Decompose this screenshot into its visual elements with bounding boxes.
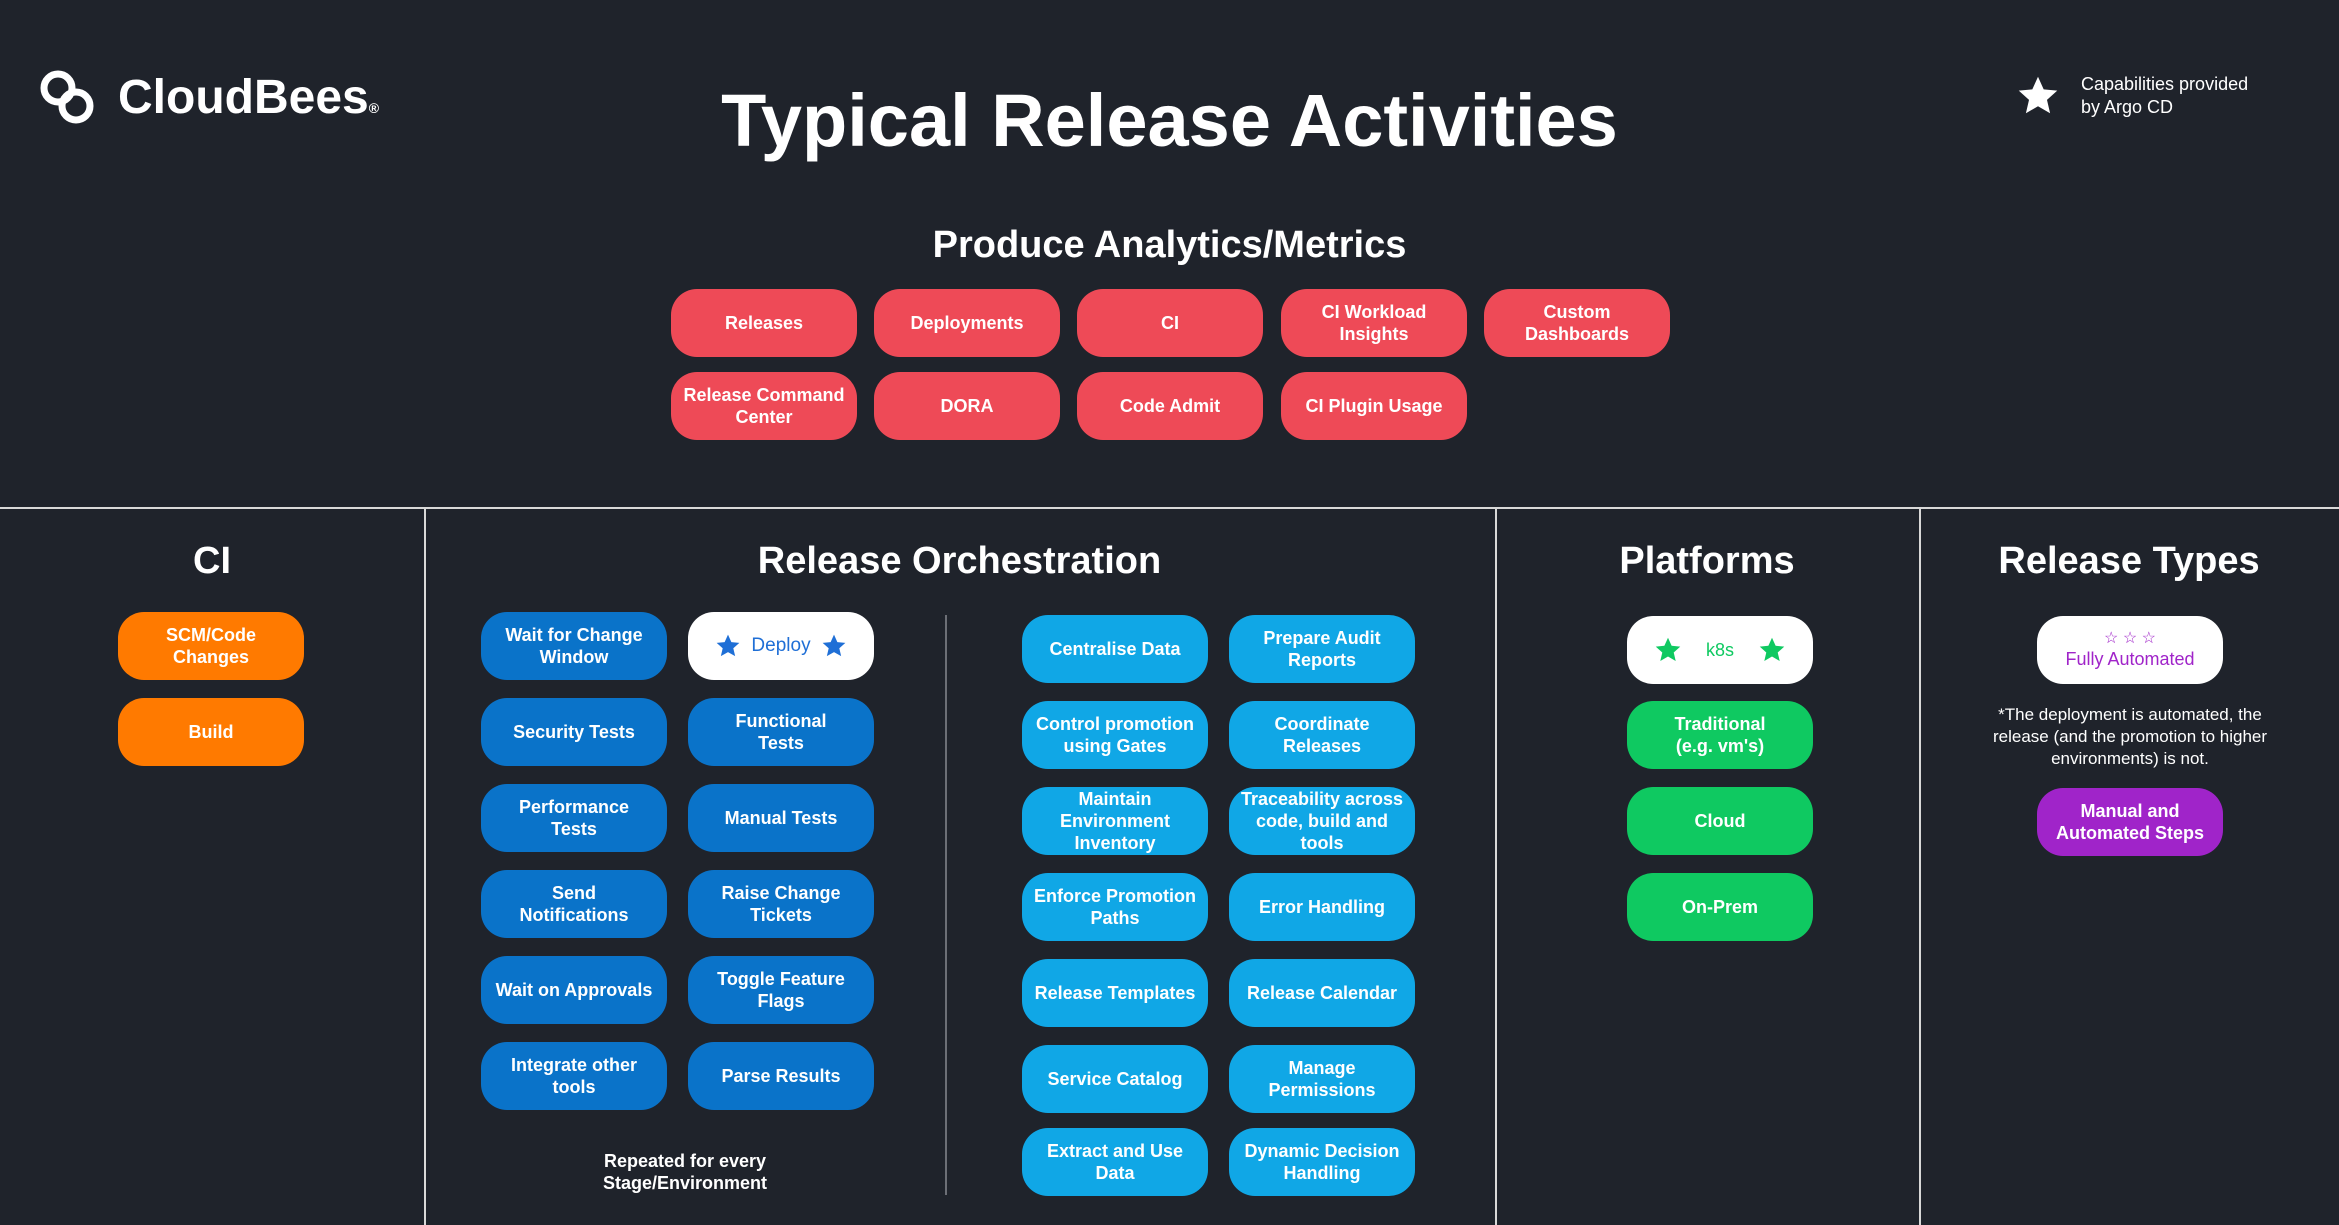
brand-name: CloudBees® [118,70,379,125]
orchestration-pill: Release Calendar [1229,959,1415,1027]
star-icon [717,634,740,657]
star-icon [2018,76,2058,114]
orchestration-pill: Integrate other tools [481,1042,667,1110]
analytics-pill: CI Workload Insights [1281,289,1467,357]
page-title: Typical Release Activities [721,79,1618,162]
orchestration-pill: Coordinate Releases [1229,701,1415,769]
orchestration-pill: Manual Tests [688,784,874,852]
ci-pill: SCM/Code Changes [118,612,304,680]
orchestration-heading: Release Orchestration [757,540,1162,582]
orchestration-pill: Send Notifications [481,870,667,938]
release-note: *The deployment is automated, the releas… [1992,705,2268,768]
orchestration-pill: Toggle Feature Flags [688,956,874,1024]
orchestration-pill: Raise Change Tickets [688,870,874,938]
platform-pill: On-Prem [1627,873,1813,941]
orchestration-pill: Traceability across code, build and tool… [1229,787,1415,855]
legend-text-2: by Argo CD [2081,97,2174,117]
ci-pill: Build [118,698,304,766]
manual-automated-pill: Manual and Automated Steps [2037,788,2223,856]
orchestration-pill: Dynamic Decision Handling [1229,1128,1415,1196]
orchestration-pill: Manage Permissions [1229,1045,1415,1113]
analytics-pill: CI [1077,289,1263,357]
star-icon [1759,637,1785,661]
repeated-note: Repeated for every Stage/Environment [602,1151,768,1193]
star-icon [822,634,845,657]
fully-automated-pill: ☆ ☆ ☆ Fully Automated [2037,616,2223,684]
k8s-label: k8s [1705,640,1734,660]
orchestration-inner-divider [945,615,947,1195]
analytics-pill: Release Command Center [671,372,857,440]
divider-ci [424,508,426,1225]
analytics-pill: Custom Dashboards [1484,289,1670,357]
analytics-pill: Releases [671,289,857,357]
platform-pill: Cloud [1627,787,1813,855]
registered-mark: ® [368,100,380,116]
orchestration-pill: Extract and Use Data [1022,1128,1208,1196]
orchestration-pill: Performance Tests [481,784,667,852]
star-icon [1655,637,1681,661]
orchestration-pill: Service Catalog [1022,1045,1208,1113]
orchestration-pill: Security Tests [481,698,667,766]
orchestration-pill: Parse Results [688,1042,874,1110]
release-types-heading: Release Types [1998,540,2260,582]
brand-name-text: CloudBees [118,71,369,124]
orchestration-pill: Prepare Audit Reports [1229,615,1415,683]
orchestration-pill: Wait for Change Window [481,612,667,680]
deploy-label: Deploy [751,635,811,656]
platform-pill: Traditional (e.g. vm's) [1627,701,1813,769]
k8s-pill: k8s [1627,616,1813,684]
orchestration-pill: Enforce Promotion Paths [1022,873,1208,941]
section-divider-horizontal [0,507,2339,509]
brand-logo [36,66,98,128]
orchestration-pill: Centralise Data [1022,615,1208,683]
analytics-heading: Produce Analytics/Metrics [932,224,1407,266]
orchestration-pill: Maintain Environment Inventory [1022,787,1208,855]
ci-heading: CI [193,540,231,582]
platforms-heading: Platforms [1619,540,1795,582]
analytics-pill: Deployments [874,289,1060,357]
deploy-pill: Deploy [688,612,874,680]
orchestration-pill: Wait on Approvals [481,956,667,1024]
legend: Capabilities provided by Argo CD [2016,72,2316,122]
legend-text-1: Capabilities provided [2081,74,2249,94]
divider-orchestration [1495,508,1497,1225]
orchestration-pill: Functional Tests [688,698,874,766]
divider-platforms [1919,508,1921,1225]
analytics-pill: DORA [874,372,1060,440]
analytics-pill: CI Plugin Usage [1281,372,1467,440]
orchestration-pill: Error Handling [1229,873,1415,941]
analytics-pill: Code Admit [1077,372,1263,440]
orchestration-pill: Control promotion using Gates [1022,701,1208,769]
stars-icon: ☆ ☆ ☆ [2104,630,2156,647]
fully-automated-label: Fully Automated [2065,649,2195,669]
cloudbees-logo-icon [40,70,94,124]
orchestration-pill: Release Templates [1022,959,1208,1027]
